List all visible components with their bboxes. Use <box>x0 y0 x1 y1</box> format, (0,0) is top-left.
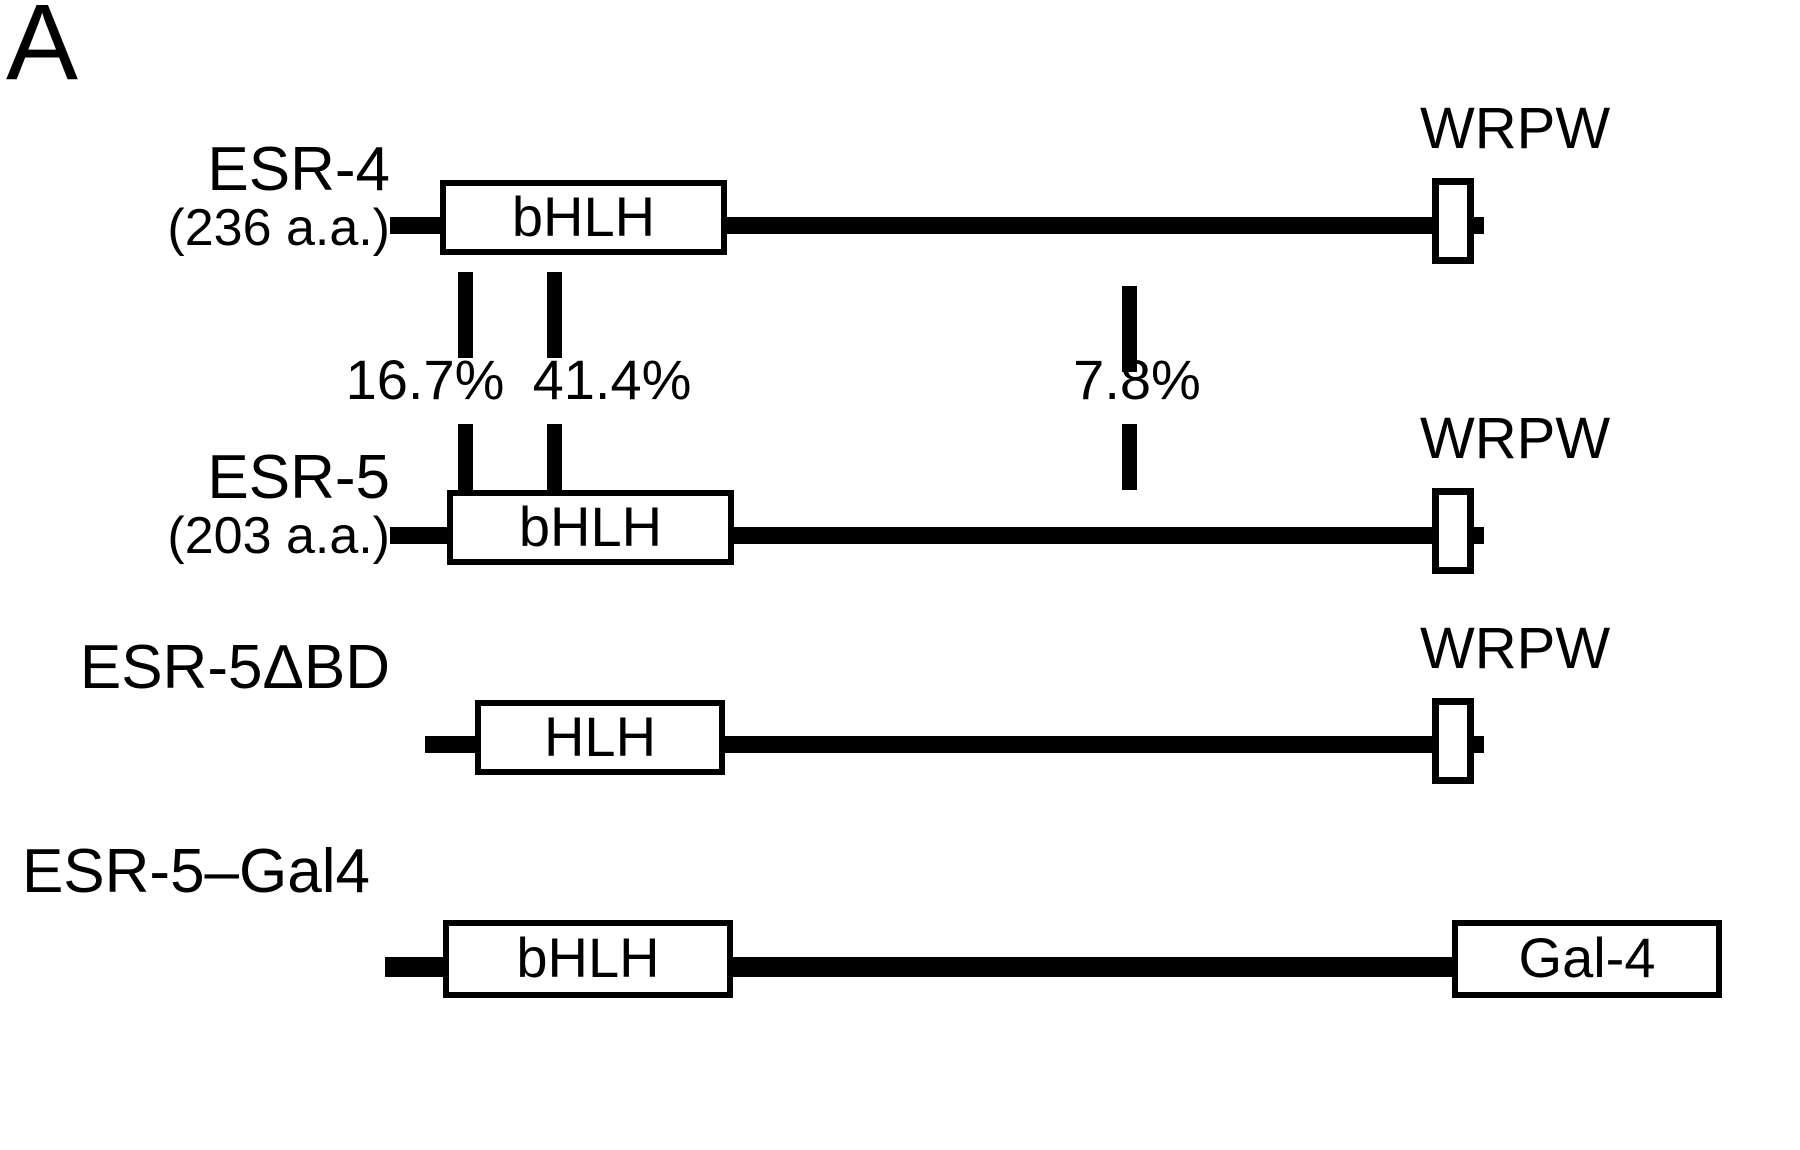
domain-label: HLH <box>543 704 657 768</box>
domain-box-hlh-esr5dbd: HLH <box>475 700 725 775</box>
construct-name: ESR-5 <box>207 443 390 512</box>
construct-label-esr4: ESR-4 (236 a.a.) <box>167 138 390 256</box>
terminal-label-wrpw-esr4: WRPW <box>1420 96 1611 161</box>
domain-label: bHLH <box>511 184 656 248</box>
terminal-label-wrpw-esr5dbd: WRPW <box>1420 616 1611 681</box>
domain-label: bHLH <box>518 494 663 558</box>
similarity-connector-lower-1 <box>458 424 473 510</box>
panel-letter: A <box>6 0 78 102</box>
terminal-label-wrpw-esr5: WRPW <box>1420 406 1611 471</box>
terminal-box-wrpw-esr4 <box>1432 178 1474 264</box>
terminal-box-wrpw-esr5 <box>1432 488 1474 574</box>
domain-box-bhlh-esr5gal4: bHLH <box>443 920 733 998</box>
construct-name: ESR-5ΔBD <box>79 633 390 702</box>
construct-label-esr5: ESR-5 (203 a.a.) <box>167 446 390 564</box>
terminal-tick-esr5 <box>1472 527 1484 544</box>
construct-name: ESR-4 <box>207 135 390 204</box>
construct-name: ESR-5–Gal4 <box>21 837 370 906</box>
domain-box-gal4: Gal-4 <box>1452 920 1722 998</box>
terminal-tick-esr5dbd <box>1472 736 1484 753</box>
construct-label-esr5gal4: ESR-5–Gal4 <box>22 840 370 903</box>
construct-size: (203 a.a.) <box>167 507 390 566</box>
domain-box-bhlh-esr4: bHLH <box>440 180 727 255</box>
similarity-connector-upper-1 <box>458 272 473 358</box>
terminal-tick-esr4 <box>1472 217 1484 234</box>
domain-label: bHLH <box>516 926 660 989</box>
similarity-connector-lower-2 <box>547 424 562 510</box>
terminal-box-wrpw-esr5dbd <box>1432 698 1474 784</box>
similarity-connector-upper-3 <box>1122 286 1137 372</box>
similarity-connector-lower-3 <box>1122 424 1137 490</box>
similarity-value-3: 7.8% <box>1073 348 1201 411</box>
domain-label: Gal-4 <box>1518 926 1656 989</box>
similarity-value-2: 41.4% <box>532 348 692 411</box>
similarity-value-1: 16.7% <box>345 348 505 411</box>
construct-label-esr5dbd: ESR-5ΔBD <box>80 636 390 699</box>
construct-size: (236 a.a.) <box>167 199 390 258</box>
similarity-connector-upper-2 <box>547 272 562 358</box>
domain-box-bhlh-esr5: bHLH <box>447 490 734 565</box>
